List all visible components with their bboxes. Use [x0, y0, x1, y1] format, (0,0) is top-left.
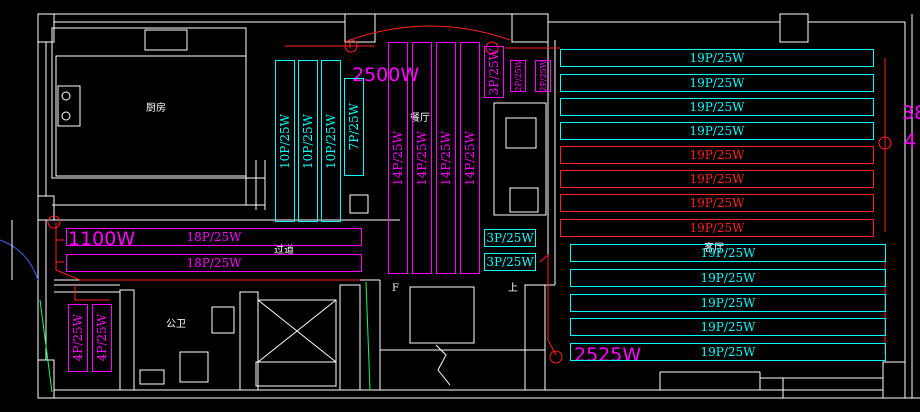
- light-panel-right-upper-2: 19P/25W: [560, 74, 874, 92]
- light-panel-left-2: 10P/25W: [298, 60, 318, 222]
- stair-up-mark: 上: [508, 283, 518, 294]
- light-panel-corridor-2: 18P/25W: [66, 254, 362, 272]
- light-panel-corridor-1: 18P/25W: [66, 228, 362, 246]
- doors: [0, 25, 511, 393]
- room-label-bedroom: 客厅: [704, 243, 724, 254]
- power-total-right-b: 4: [904, 130, 917, 152]
- windows: [659, 371, 883, 398]
- columns: [37, 13, 906, 399]
- light-panel-right-red-3: 19P/25W: [560, 194, 874, 212]
- light-panel-right-red-2: 19P/25W: [560, 170, 874, 188]
- light-panel-right-upper-1: 19P/25W: [560, 49, 874, 67]
- light-panel-center-1: 14P/25W: [388, 42, 408, 274]
- room-label-living: 餐厅: [410, 113, 430, 124]
- light-panel-right-red-4: 19P/25W: [560, 219, 874, 237]
- light-panel-right-lower-2: 19P/25W: [570, 269, 886, 287]
- room-label-kitchen: 厨房: [146, 103, 166, 114]
- light-panel-right-upper-3: 19P/25W: [560, 98, 874, 116]
- room-label-corridor: 过道: [274, 245, 294, 256]
- light-panel-bath-2: 4P/25W: [92, 304, 112, 372]
- light-panel-top-small-1: 3P/25W: [484, 46, 504, 98]
- light-panel-mid-small-1: 3P/25W: [484, 229, 536, 247]
- room-label-bath: 公卫: [166, 319, 186, 330]
- power-total-left: 1100W: [68, 228, 136, 250]
- power-total-top: 2500W: [352, 64, 420, 86]
- stair-down-mark: F: [392, 283, 399, 294]
- light-panel-center-3: 14P/25W: [436, 42, 456, 274]
- light-panel-right-lower-5: 19P/25W: [570, 343, 886, 361]
- light-panel-center-4: 14P/25W: [460, 42, 480, 274]
- light-panel-right-lower-3: 19P/25W: [570, 294, 886, 312]
- light-panel-top-small-2: 2P/25W: [510, 60, 526, 92]
- power-total-bottom: 2525W: [574, 344, 642, 366]
- power-total-right-a: 38: [902, 102, 920, 124]
- kitchen-fixtures: [51, 27, 266, 210]
- light-panel-right-lower-1: 19P/25W: [570, 244, 886, 262]
- stair-elevator: [139, 286, 545, 387]
- light-panel-left-3: 10P/25W: [321, 60, 341, 222]
- light-panel-bath-1: 4P/25W: [68, 304, 88, 372]
- light-panel-center-2: 14P/25W: [412, 42, 432, 274]
- light-panel-left-4: 7P/25W: [344, 78, 364, 176]
- light-panel-mid-small-2: 3P/25W: [484, 253, 536, 271]
- light-panel-right-upper-4: 19P/25W: [560, 122, 874, 140]
- light-panel-left-1: 10P/25W: [275, 60, 295, 222]
- light-panel-right-red-1: 19P/25W: [560, 146, 874, 164]
- light-panel-top-small-3: 2P/25W: [535, 60, 551, 92]
- light-panel-right-lower-4: 19P/25W: [570, 318, 886, 336]
